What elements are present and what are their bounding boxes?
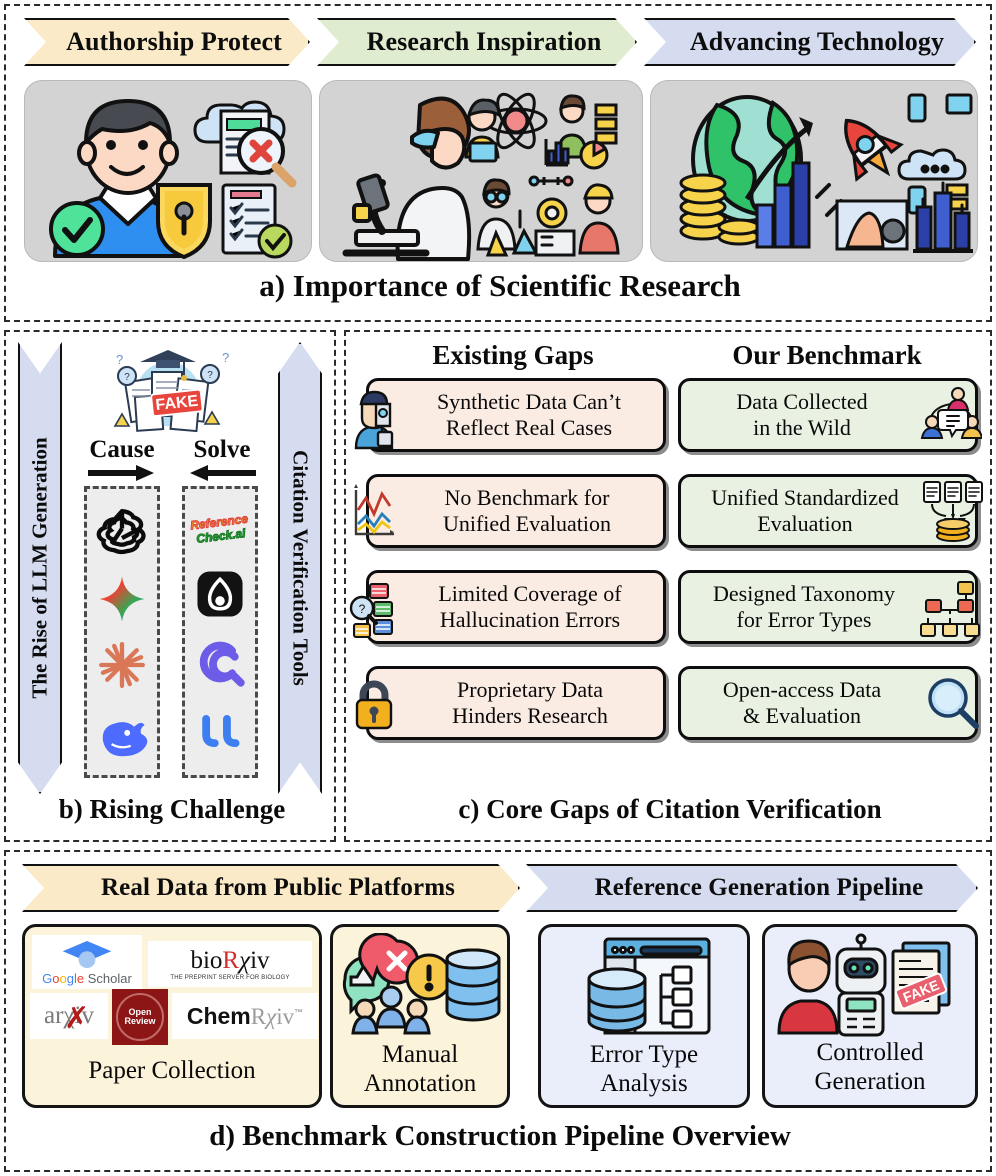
gemini-logo-icon xyxy=(99,576,145,622)
arrow-label: The Rise of LLM Generation xyxy=(27,437,52,699)
arrow-citation-verification-tools[interactable]: Citation Verification Tools xyxy=(278,342,322,794)
illustration-advancing-technology xyxy=(650,80,978,262)
arrow-rise-of-llm-generation[interactable]: The Rise of LLM Generation xyxy=(18,342,62,794)
chemrxiv-logo: ChemRχiv™ xyxy=(172,993,318,1039)
solve-label: Solve xyxy=(193,436,251,463)
banner-research-inspiration[interactable]: Research Inspiration xyxy=(317,18,637,66)
card-label: Paper Collection xyxy=(88,1057,256,1084)
benchmark-box-open-access-data[interactable]: Open-access Data & Evaluation xyxy=(678,666,978,740)
banner-label: Advancing Technology xyxy=(689,27,945,56)
card-label: Controlled Generation xyxy=(814,1039,926,1095)
padlock-icon xyxy=(352,676,396,734)
svg-text:?: ? xyxy=(207,370,213,381)
gap-text: Limited Coverage of Hallucination Errors xyxy=(438,581,622,632)
robot-human-avatar-icon xyxy=(352,388,396,450)
card-manual-annotation[interactable]: Manual Annotation xyxy=(330,924,510,1108)
panel-b-caption: b) Rising Challenge xyxy=(58,794,286,824)
claude-logo-icon xyxy=(99,642,145,689)
google-scholar-logo: Google Scholar xyxy=(32,935,142,989)
openai-logo-icon xyxy=(96,509,146,555)
panel-a-caption: a) Importance of Scientific Research xyxy=(259,268,741,303)
people-chat-icon xyxy=(920,384,984,446)
gap-box-proprietary-data[interactable]: Proprietary Data Hinders Research xyxy=(366,666,666,740)
banner-label: Research Inspiration xyxy=(366,27,602,56)
card-controlled-generation[interactable]: FAKE Controlled Generation xyxy=(762,924,978,1108)
fake-papers-graphic: FAKE ? ? ? ? xyxy=(113,350,229,433)
panel-c-core-gaps: Existing Gaps Our Benchmark Synthetic Da… xyxy=(344,330,992,842)
gap-box-synthetic-data[interactable]: Synthetic Data Can’t Reflect Real Cases xyxy=(366,378,666,452)
arrow-label: Citation Verification Tools xyxy=(288,450,313,686)
biorxiv-logo: bioRχiv THE PREPRINT SERVER FOR BIOLOGY xyxy=(148,941,312,987)
benchmark-text: Open-access Data & Evaluation xyxy=(722,677,882,728)
panel-b-rising-challenge: The Rise of LLM Generation Citation Veri… xyxy=(4,330,336,842)
human-robot-fake-paper-icon: FAKE xyxy=(777,933,951,1037)
svg-text:FAKE: FAKE xyxy=(155,393,200,414)
platform-logo-cluster: Google Scholar bioRχiv THE PREPRINT SERV… xyxy=(22,927,322,1047)
authorship-protect-graphic xyxy=(49,99,297,260)
panel-d-caption: d) Benchmark Construction Pipeline Overv… xyxy=(209,1120,791,1152)
gap-text: Synthetic Data Can’t Reflect Real Cases xyxy=(436,389,622,440)
illustration-authorship-protect xyxy=(24,80,312,262)
column-header-our-benchmark: Our Benchmark xyxy=(732,340,922,370)
taxonomy-tree-icon xyxy=(918,580,982,640)
referencecheck-ai-logo-icon: Reference Check.ai xyxy=(189,511,249,547)
cause-label: Cause xyxy=(89,436,155,463)
svg-text:?: ? xyxy=(222,350,229,365)
banner-label: Real Data from Public Platforms xyxy=(101,874,455,901)
card-label: Error Type Analysis xyxy=(589,1041,699,1097)
banner-label: Authorship Protect xyxy=(66,27,282,56)
documents-database-icon xyxy=(922,478,984,546)
benchmark-box-data-in-the-wild[interactable]: Data Collected in the Wild xyxy=(678,378,978,452)
gap-text: No Benchmark for Unified Evaluation xyxy=(442,485,611,536)
database-analysis-window-icon xyxy=(587,937,711,1035)
llm-logo-column xyxy=(84,486,160,778)
banner-advancing-technology[interactable]: Advancing Technology xyxy=(644,18,976,66)
banner-real-data-public-platforms[interactable]: Real Data from Public Platforms xyxy=(22,864,520,912)
banner-authorship-protect[interactable]: Authorship Protect xyxy=(24,18,310,66)
svg-text:?: ? xyxy=(124,372,130,383)
advancing-technology-graphic xyxy=(679,93,973,253)
svg-text:?: ? xyxy=(359,602,366,616)
card-paper-collection[interactable]: Google Scholar bioRχiv THE PREPRINT SERV… xyxy=(22,924,322,1108)
card-error-type-analysis[interactable]: Error Type Analysis xyxy=(538,924,750,1108)
banner-label: Reference Generation Pipeline xyxy=(594,874,924,901)
column-header-existing-gaps: Existing Gaps xyxy=(432,340,594,370)
fake-papers-icon: FAKE ? ? ? ? xyxy=(100,346,236,442)
biorxiv-tagline: THE PREPRINT SERVER FOR BIOLOGY xyxy=(170,974,290,981)
annotation-people-database-icon xyxy=(342,933,501,1035)
banner-reference-generation-pipeline[interactable]: Reference Generation Pipeline xyxy=(526,864,978,912)
panel-c-caption: c) Core Gaps of Citation Verification xyxy=(458,794,882,824)
svg-text:?: ? xyxy=(116,352,123,367)
benchmark-text: Data Collected in the Wild xyxy=(736,389,868,440)
panel-a-importance: Authorship Protect Research Inspiration … xyxy=(4,4,992,322)
card-label: Manual Annotation xyxy=(363,1041,477,1097)
consensus-logo-icon xyxy=(199,641,245,687)
solve-left-arrow-icon xyxy=(186,464,258,482)
tool-logo-column: Reference Check.ai xyxy=(182,486,258,778)
magnifier-grid-icon: ? xyxy=(348,580,398,642)
benchmark-text: Unified Standardized Evaluation xyxy=(711,485,899,536)
gap-box-limited-coverage[interactable]: Limited Coverage of Hallucination Errors xyxy=(366,570,666,644)
google-scholar-cap-icon xyxy=(62,940,112,968)
deepseek-logo-icon xyxy=(102,721,148,757)
line-chart-icon xyxy=(348,484,396,542)
research-inspiration-graphic xyxy=(342,92,620,261)
scite-logo-icon xyxy=(197,571,243,617)
gap-text: Proprietary Data Hinders Research xyxy=(452,677,608,728)
gap-box-no-benchmark[interactable]: No Benchmark for Unified Evaluation xyxy=(366,474,666,548)
litmaps-logo-icon xyxy=(202,714,240,747)
cause-right-arrow-icon xyxy=(86,464,158,482)
arxiv-logo: arχiv ✗ xyxy=(30,993,108,1039)
benchmark-text: Designed Taxonomy for Error Types xyxy=(713,581,895,632)
magnifying-glass-icon xyxy=(924,674,982,732)
panel-d-pipeline: Real Data from Public Platforms Referenc… xyxy=(4,850,992,1172)
illustration-research-inspiration xyxy=(319,80,643,262)
